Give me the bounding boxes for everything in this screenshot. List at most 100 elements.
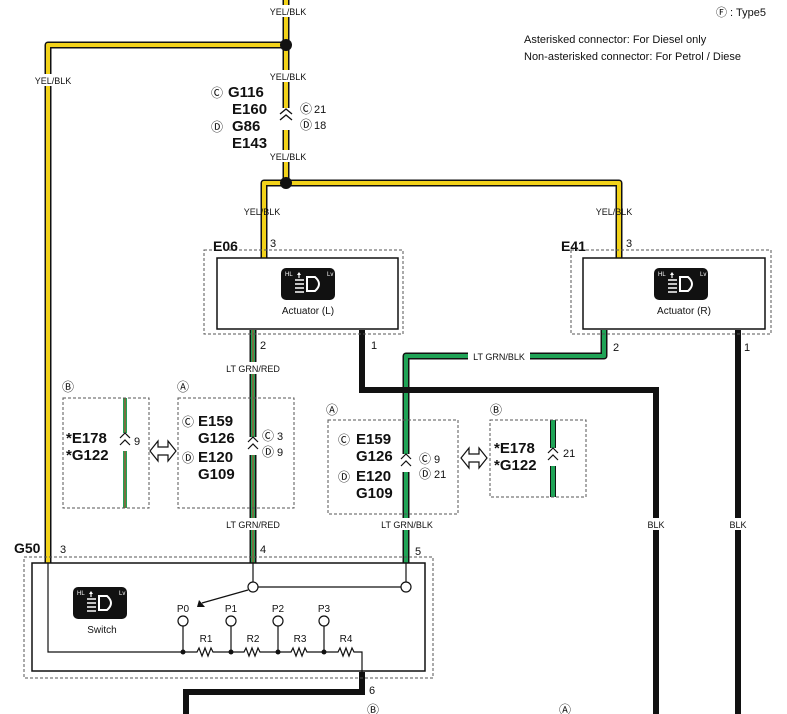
svg-text:Ⓓ: Ⓓ xyxy=(300,118,312,132)
connector-a-right: Ⓐ Ⓒ E159 G126 Ⓓ E120 G109 Ⓒ 9 Ⓓ 21 xyxy=(326,403,459,515)
svg-text:Ⓓ: Ⓓ xyxy=(262,445,274,459)
joint-gap xyxy=(279,108,293,130)
position-label: P0 xyxy=(177,604,190,615)
actuator-left-pin-2: 2 xyxy=(260,340,266,352)
wire-label: LT GRN/RED xyxy=(226,520,280,530)
actuator-right-pin-3: 3 xyxy=(626,238,632,250)
svg-text:Ⓒ: Ⓒ xyxy=(419,452,431,466)
wire-label: YEL/BLK xyxy=(270,72,307,82)
joint-connector-symbol xyxy=(279,108,293,121)
svg-text:G126: G126 xyxy=(198,430,235,447)
note-diesel: Asterisked connector: For Diesel only xyxy=(524,34,707,46)
actuator-left: HL Lv Actuator (L) xyxy=(203,249,404,335)
double-arrow-icon xyxy=(149,439,177,463)
wire-label: YEL/BLK xyxy=(244,207,281,217)
switch-id: G50 xyxy=(14,540,41,556)
wire-label: YEL/BLK xyxy=(596,207,633,217)
switch-pin-6: 6 xyxy=(369,685,375,697)
wire-connector-marks xyxy=(119,432,559,472)
position-label: P2 xyxy=(272,604,285,615)
actuator-right-id: E41 xyxy=(561,238,586,254)
svg-text:Ⓒ: Ⓒ xyxy=(338,433,350,447)
yel-blk-wires xyxy=(44,0,623,563)
splice-top xyxy=(280,39,292,51)
svg-text:G109: G109 xyxy=(198,466,235,483)
d-tag: Ⓓ xyxy=(211,120,223,134)
svg-text:*E178: *E178 xyxy=(66,430,107,447)
note-petrol: Non-asterisked connector: For Petrol / D… xyxy=(524,51,741,63)
svg-text:Ⓒ: Ⓒ xyxy=(300,102,312,116)
svg-text:G116: G116 xyxy=(228,84,264,101)
switch-label: Switch xyxy=(87,625,116,636)
icon-lv-text: Lv xyxy=(119,591,125,597)
connector-a-left: Ⓐ Ⓒ E159 G126 Ⓓ E120 G109 Ⓒ 3 Ⓓ 9 xyxy=(177,380,295,509)
tag-b: Ⓑ xyxy=(62,380,74,394)
svg-text:*E178: *E178 xyxy=(494,440,535,457)
actuator-left-pin-3: 3 xyxy=(270,238,276,250)
icon-hl-text: HL xyxy=(77,591,85,597)
svg-text:Ⓕ : Type5: Ⓕ : Type5 xyxy=(716,6,766,19)
icon-lv-text: Lv xyxy=(700,272,706,278)
connector-b-left: Ⓑ *E178 *G122 9 xyxy=(62,380,150,509)
icon-hl-text: HL xyxy=(285,272,293,278)
actuator-left-id: E06 xyxy=(213,238,238,254)
actuator-left-pin-1: 1 xyxy=(371,340,377,352)
resistor-label: R1 xyxy=(200,634,213,645)
icon-hl-text: HL xyxy=(658,272,666,278)
wire-label: YEL/BLK xyxy=(270,7,307,17)
svg-text:Ⓓ: Ⓓ xyxy=(182,451,194,465)
svg-text:G86: G86 xyxy=(232,118,260,135)
tag-a: Ⓐ xyxy=(326,403,338,417)
icon-lv-text: Lv xyxy=(327,272,333,278)
svg-text:*G122: *G122 xyxy=(494,457,537,474)
svg-text:Ⓓ: Ⓓ xyxy=(419,467,431,481)
switch-circuit xyxy=(47,563,407,672)
actuator-right-pin-2: 2 xyxy=(613,342,619,354)
svg-text:3: 3 xyxy=(277,431,283,443)
svg-text:E143: E143 xyxy=(232,135,267,152)
splice-mid xyxy=(280,177,292,189)
svg-text:*G122: *G122 xyxy=(66,447,109,464)
switch-pin-4: 4 xyxy=(260,544,266,556)
double-arrow-icon xyxy=(460,446,488,470)
wire-labels: YEL/BLK YEL/BLK YEL/BLK YEL/BLK YEL/BLK … xyxy=(30,5,749,530)
svg-text:G126: G126 xyxy=(356,448,393,465)
svg-text:18: 18 xyxy=(314,120,326,132)
svg-text:E160: E160 xyxy=(232,101,267,118)
svg-text:E159: E159 xyxy=(356,431,391,448)
wire-label: YEL/BLK xyxy=(270,152,307,162)
actuator-right-pin-1: 1 xyxy=(744,342,750,354)
bottom-tag-b: Ⓑ xyxy=(367,703,379,714)
svg-text:Ⓓ: Ⓓ xyxy=(338,470,350,484)
resistor-label: R3 xyxy=(294,634,307,645)
svg-text:9: 9 xyxy=(277,447,283,459)
wire-label: LT GRN/BLK xyxy=(473,352,525,362)
wire-label: BLK xyxy=(647,520,664,530)
svg-text:Ⓒ: Ⓒ xyxy=(262,429,274,443)
tag-a: Ⓐ xyxy=(177,380,189,394)
svg-text:E120: E120 xyxy=(198,449,233,466)
bottom-tag-a: Ⓐ xyxy=(559,703,571,714)
joint-connector-codes: Ⓒ G116 E160 Ⓓ G86 E143 Ⓒ 21 Ⓓ 18 xyxy=(211,84,326,152)
wire-label: LT GRN/BLK xyxy=(381,520,433,530)
tag-b: Ⓑ xyxy=(490,403,502,417)
svg-text:E159: E159 xyxy=(198,413,233,430)
svg-text:9: 9 xyxy=(134,436,140,448)
actuator-right-label: Actuator (R) xyxy=(657,306,711,317)
resistor-label: R2 xyxy=(247,634,260,645)
actuator-left-label: Actuator (L) xyxy=(282,306,334,317)
switch-pin-3: 3 xyxy=(60,544,66,556)
legend-f-type: Ⓕ : Type5 xyxy=(716,6,766,19)
wire-label: BLK xyxy=(729,520,746,530)
connector-b-right: Ⓑ *E178 *G122 21 xyxy=(489,403,587,498)
svg-text:E120: E120 xyxy=(356,468,391,485)
svg-text:Ⓒ: Ⓒ xyxy=(182,415,194,429)
svg-text:21: 21 xyxy=(434,469,446,481)
switch-g50: HL Lv Switch P0 P1 P2 xyxy=(23,556,434,679)
wire-label: LT GRN/RED xyxy=(226,364,280,374)
svg-text:G109: G109 xyxy=(356,485,393,502)
svg-text:21: 21 xyxy=(563,448,575,460)
wire-label: YEL/BLK xyxy=(35,76,72,86)
actuator-right: HL Lv Actuator (R) xyxy=(570,249,772,335)
